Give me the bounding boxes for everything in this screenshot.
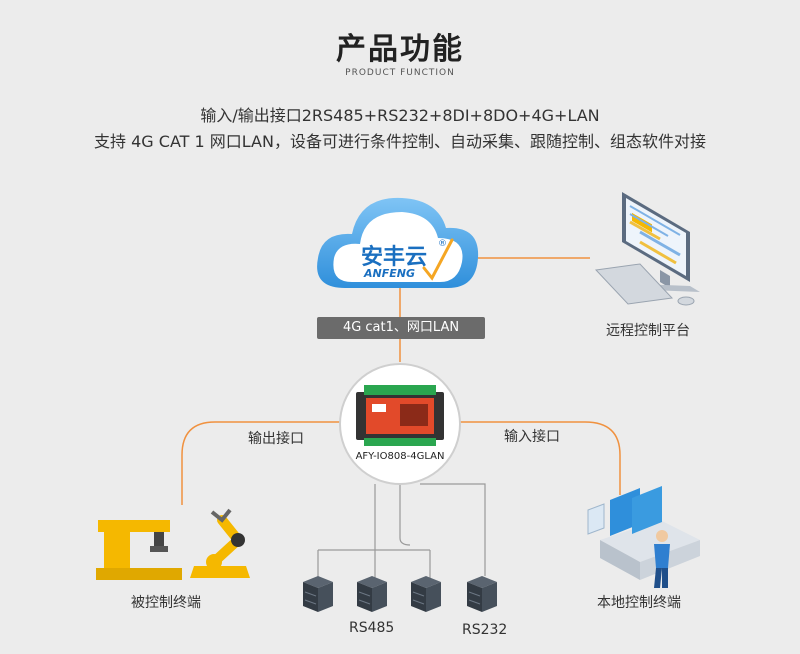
page-subtitle: PRODUCT FUNCTION [345,68,455,78]
remote-platform-label: 远程控制平台 [606,323,690,339]
output-port-label: 输出接口 [248,431,304,447]
rs232-line [420,483,486,576]
rs485-label: RS485 [349,620,395,636]
monitor-icon [594,192,700,306]
industrial-robot-icon [96,508,250,580]
check-mark-icon [422,238,454,281]
cloud-icon: 安丰云 ® ANFENG [317,197,479,288]
local-terminal-label: 本地控制终端 [597,595,681,611]
server-icon [303,576,333,612]
rs232-label: RS232 [462,622,508,638]
output-line [181,421,340,505]
input-line [460,421,621,495]
svg-text:®: ® [438,239,447,249]
device-model-label: AFY-IO808-4GLAN [355,451,445,462]
server-icon [411,576,441,612]
input-port-label: 输入接口 [504,429,560,445]
server-icon [467,576,497,612]
description-line-2: 支持 4G CAT 1 网口LAN，设备可进行条件控制、自动采集、跟随控制、组态… [94,132,706,151]
cloud-logo-en: ANFENG [363,267,415,280]
device-icon [339,363,461,485]
network-badge: 4G cat1、网口LAN [317,317,485,339]
server-icon [357,576,387,612]
connector-lines [181,257,621,578]
cloud-logo-cn: 安丰云 [361,244,427,270]
controlled-terminal-label: 被控制终端 [131,595,201,611]
description-line-1: 输入/输出接口2RS485+RS232+8DI+8DO+4G+LAN [200,106,600,125]
operator-workstation-icon [587,486,700,588]
page-title: 产品功能 [336,32,464,67]
server-icons [303,576,497,612]
